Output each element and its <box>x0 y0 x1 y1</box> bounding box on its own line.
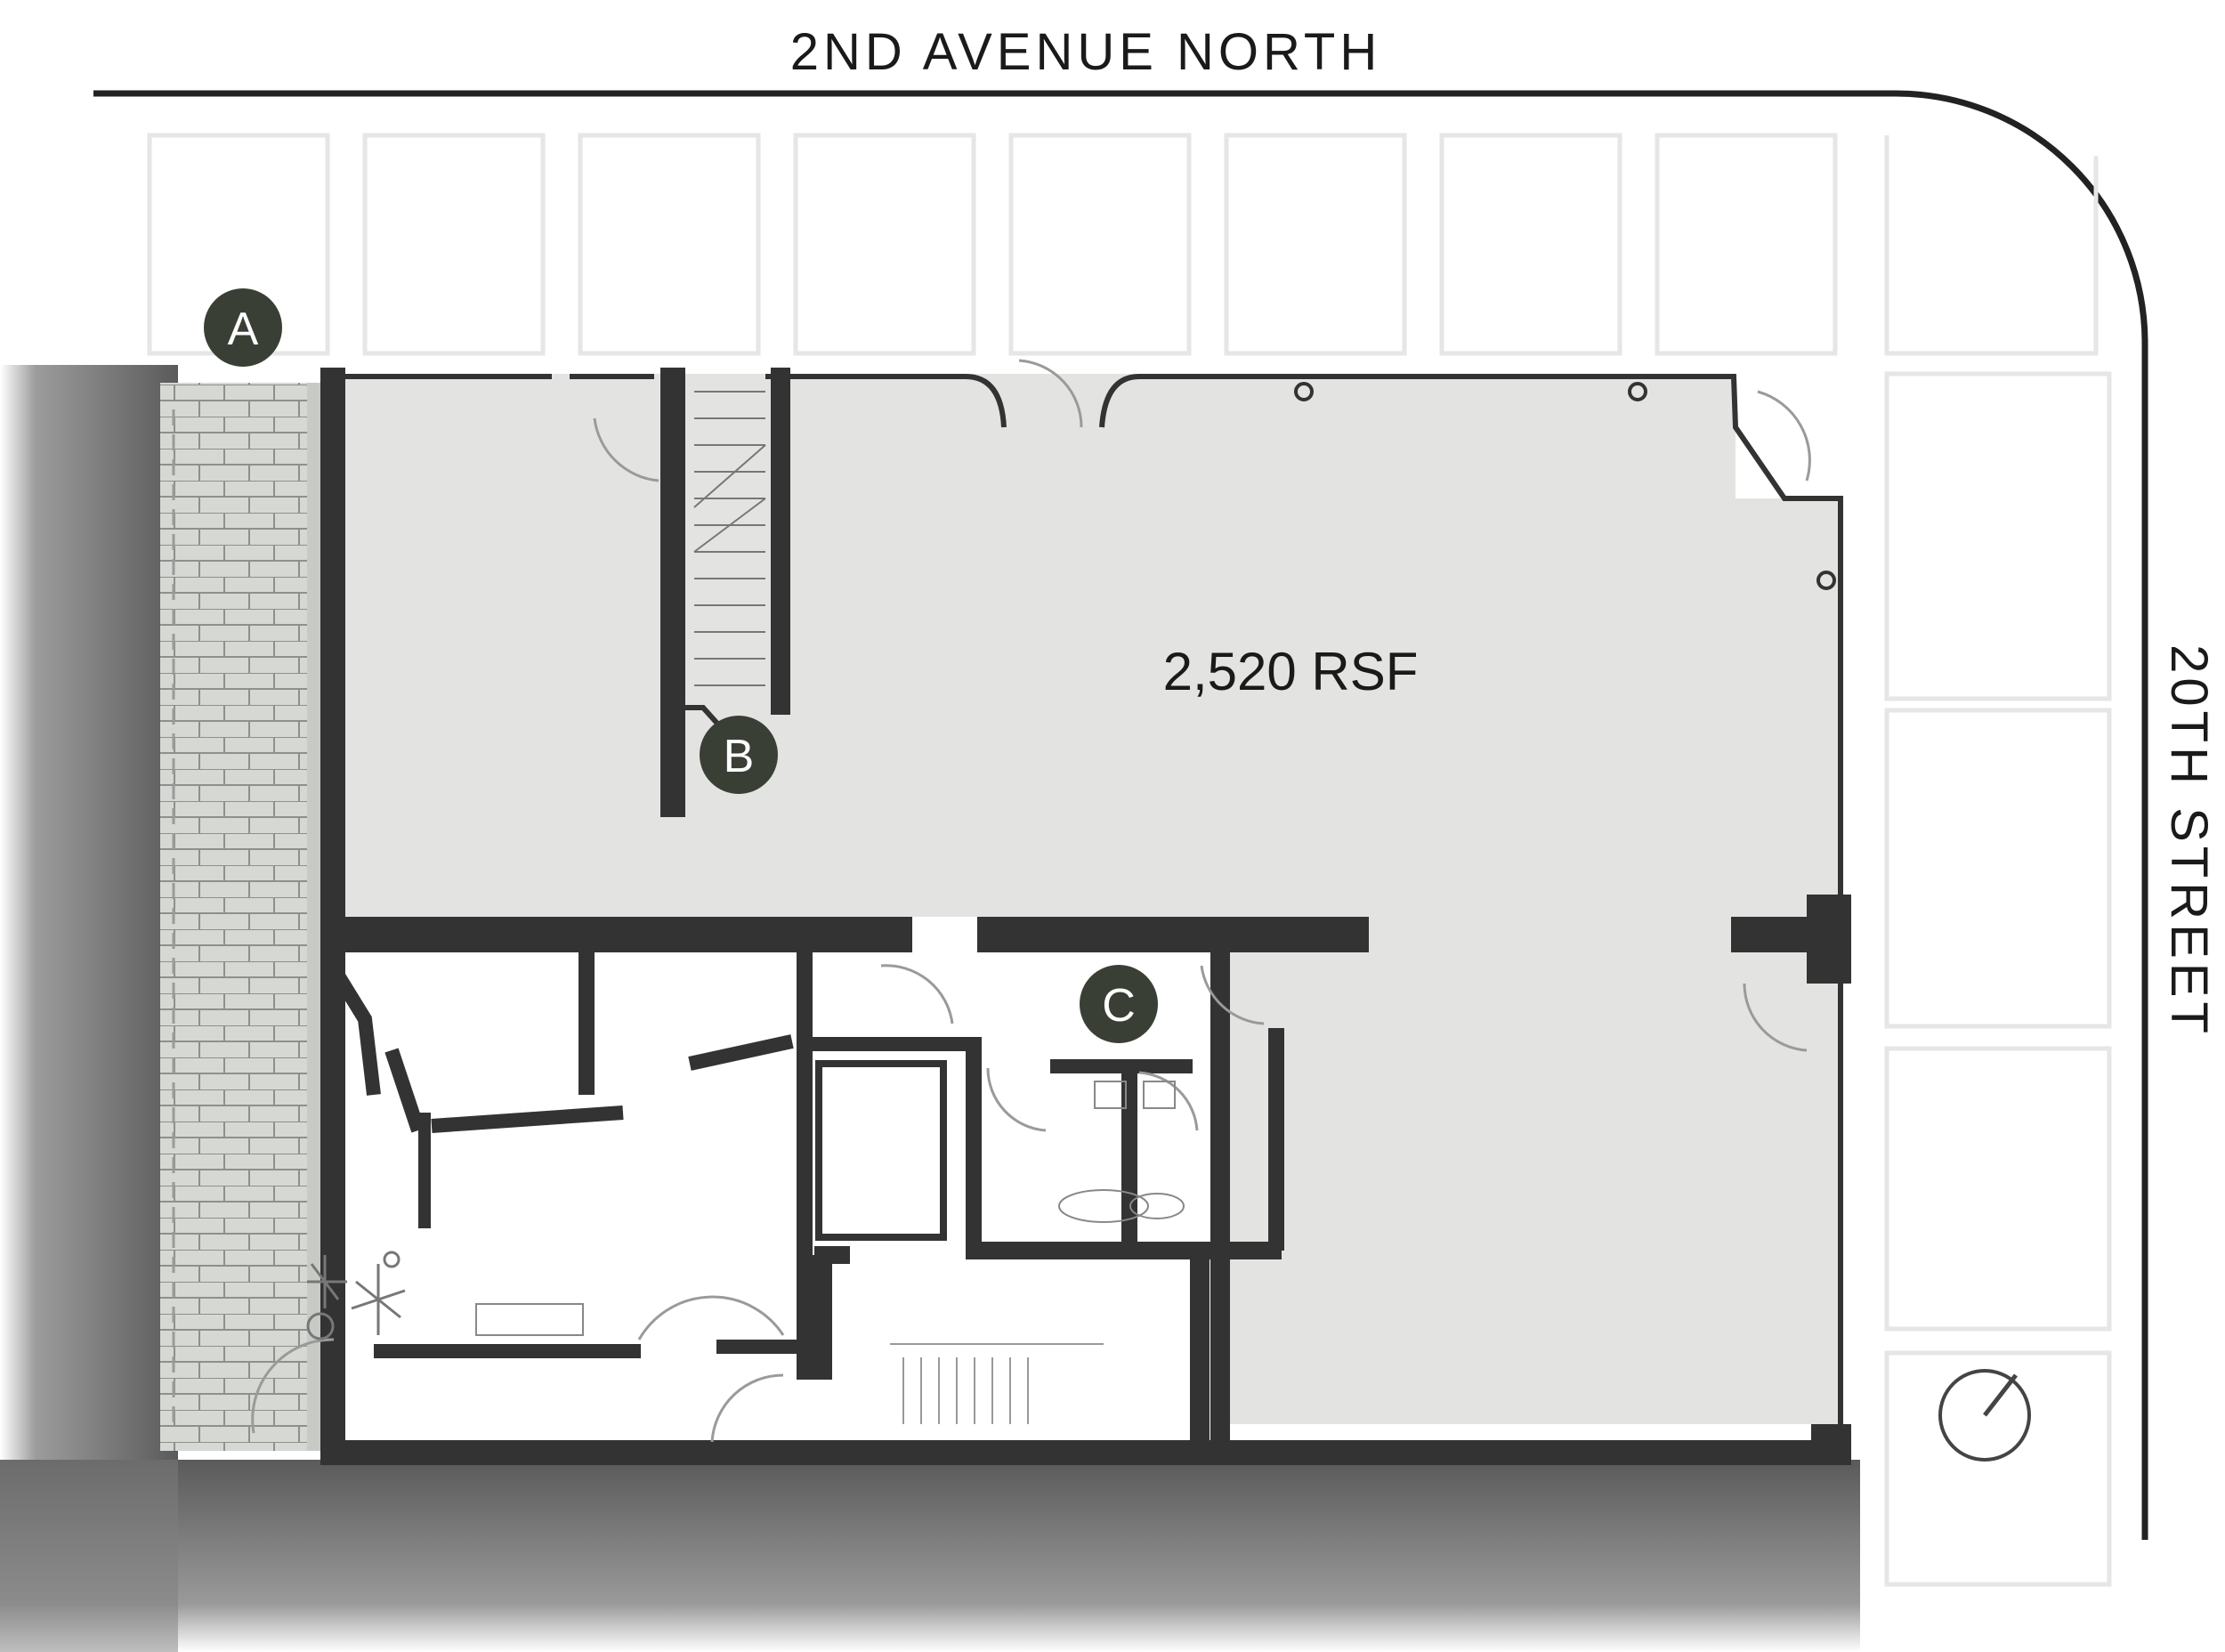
svg-text:A: A <box>228 304 259 355</box>
svg-text:B: B <box>724 731 755 782</box>
suite-floor <box>334 374 1842 1424</box>
marker-c: C <box>1080 965 1158 1043</box>
marker-b: B <box>685 705 778 794</box>
door-swings <box>251 359 1811 1443</box>
north-arrow-icon <box>1938 1369 2031 1462</box>
planter <box>306 1251 406 1340</box>
stair-back <box>890 1343 1104 1424</box>
curb-line <box>93 90 2148 1540</box>
neighbor-ground <box>0 365 1860 1652</box>
svg-text:C: C <box>1102 980 1136 1032</box>
back-of-house-floor <box>334 926 1210 1442</box>
parking-stalls-north <box>147 133 2099 356</box>
street-label-east: 20TH STREET <box>2160 644 2218 1038</box>
patio <box>160 383 334 1451</box>
fixtures <box>475 382 1836 1336</box>
street-label-north: 2ND AVENUE NORTH <box>790 23 1381 81</box>
suite-area-label: 2,520 RSF <box>1163 642 1419 701</box>
parking-stalls-east <box>1884 371 2112 1587</box>
marker-a: A <box>204 288 282 367</box>
stair-main <box>693 391 766 686</box>
